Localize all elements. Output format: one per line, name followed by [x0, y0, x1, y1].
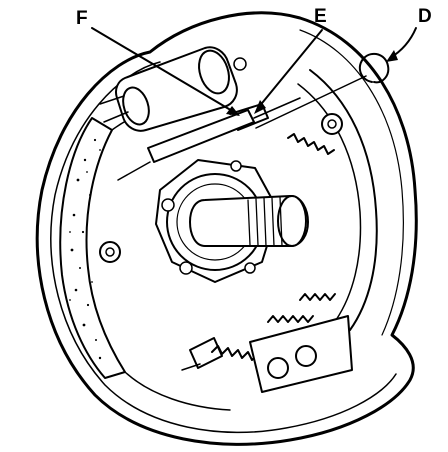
adjuster-spring: [287, 133, 335, 155]
callout-e: E: [254, 6, 327, 114]
hold-down-pins: [99, 113, 343, 263]
parking-brake-bracket: [181, 315, 353, 393]
adjuster-strut: [117, 97, 301, 181]
callout-label-f: F: [76, 8, 88, 29]
callout-d: D: [255, 6, 432, 129]
callout-label-e: E: [314, 6, 327, 27]
brake-shoe-right: [297, 69, 378, 331]
backing-plate: [35, 11, 418, 446]
wheel-cylinder: [99, 46, 247, 132]
callout-label-d: D: [418, 6, 432, 27]
brake-shoe-lining: [59, 103, 231, 411]
lining-texture: [69, 138, 102, 360]
callout-f: F: [76, 8, 240, 116]
hub-assembly: [155, 159, 309, 283]
